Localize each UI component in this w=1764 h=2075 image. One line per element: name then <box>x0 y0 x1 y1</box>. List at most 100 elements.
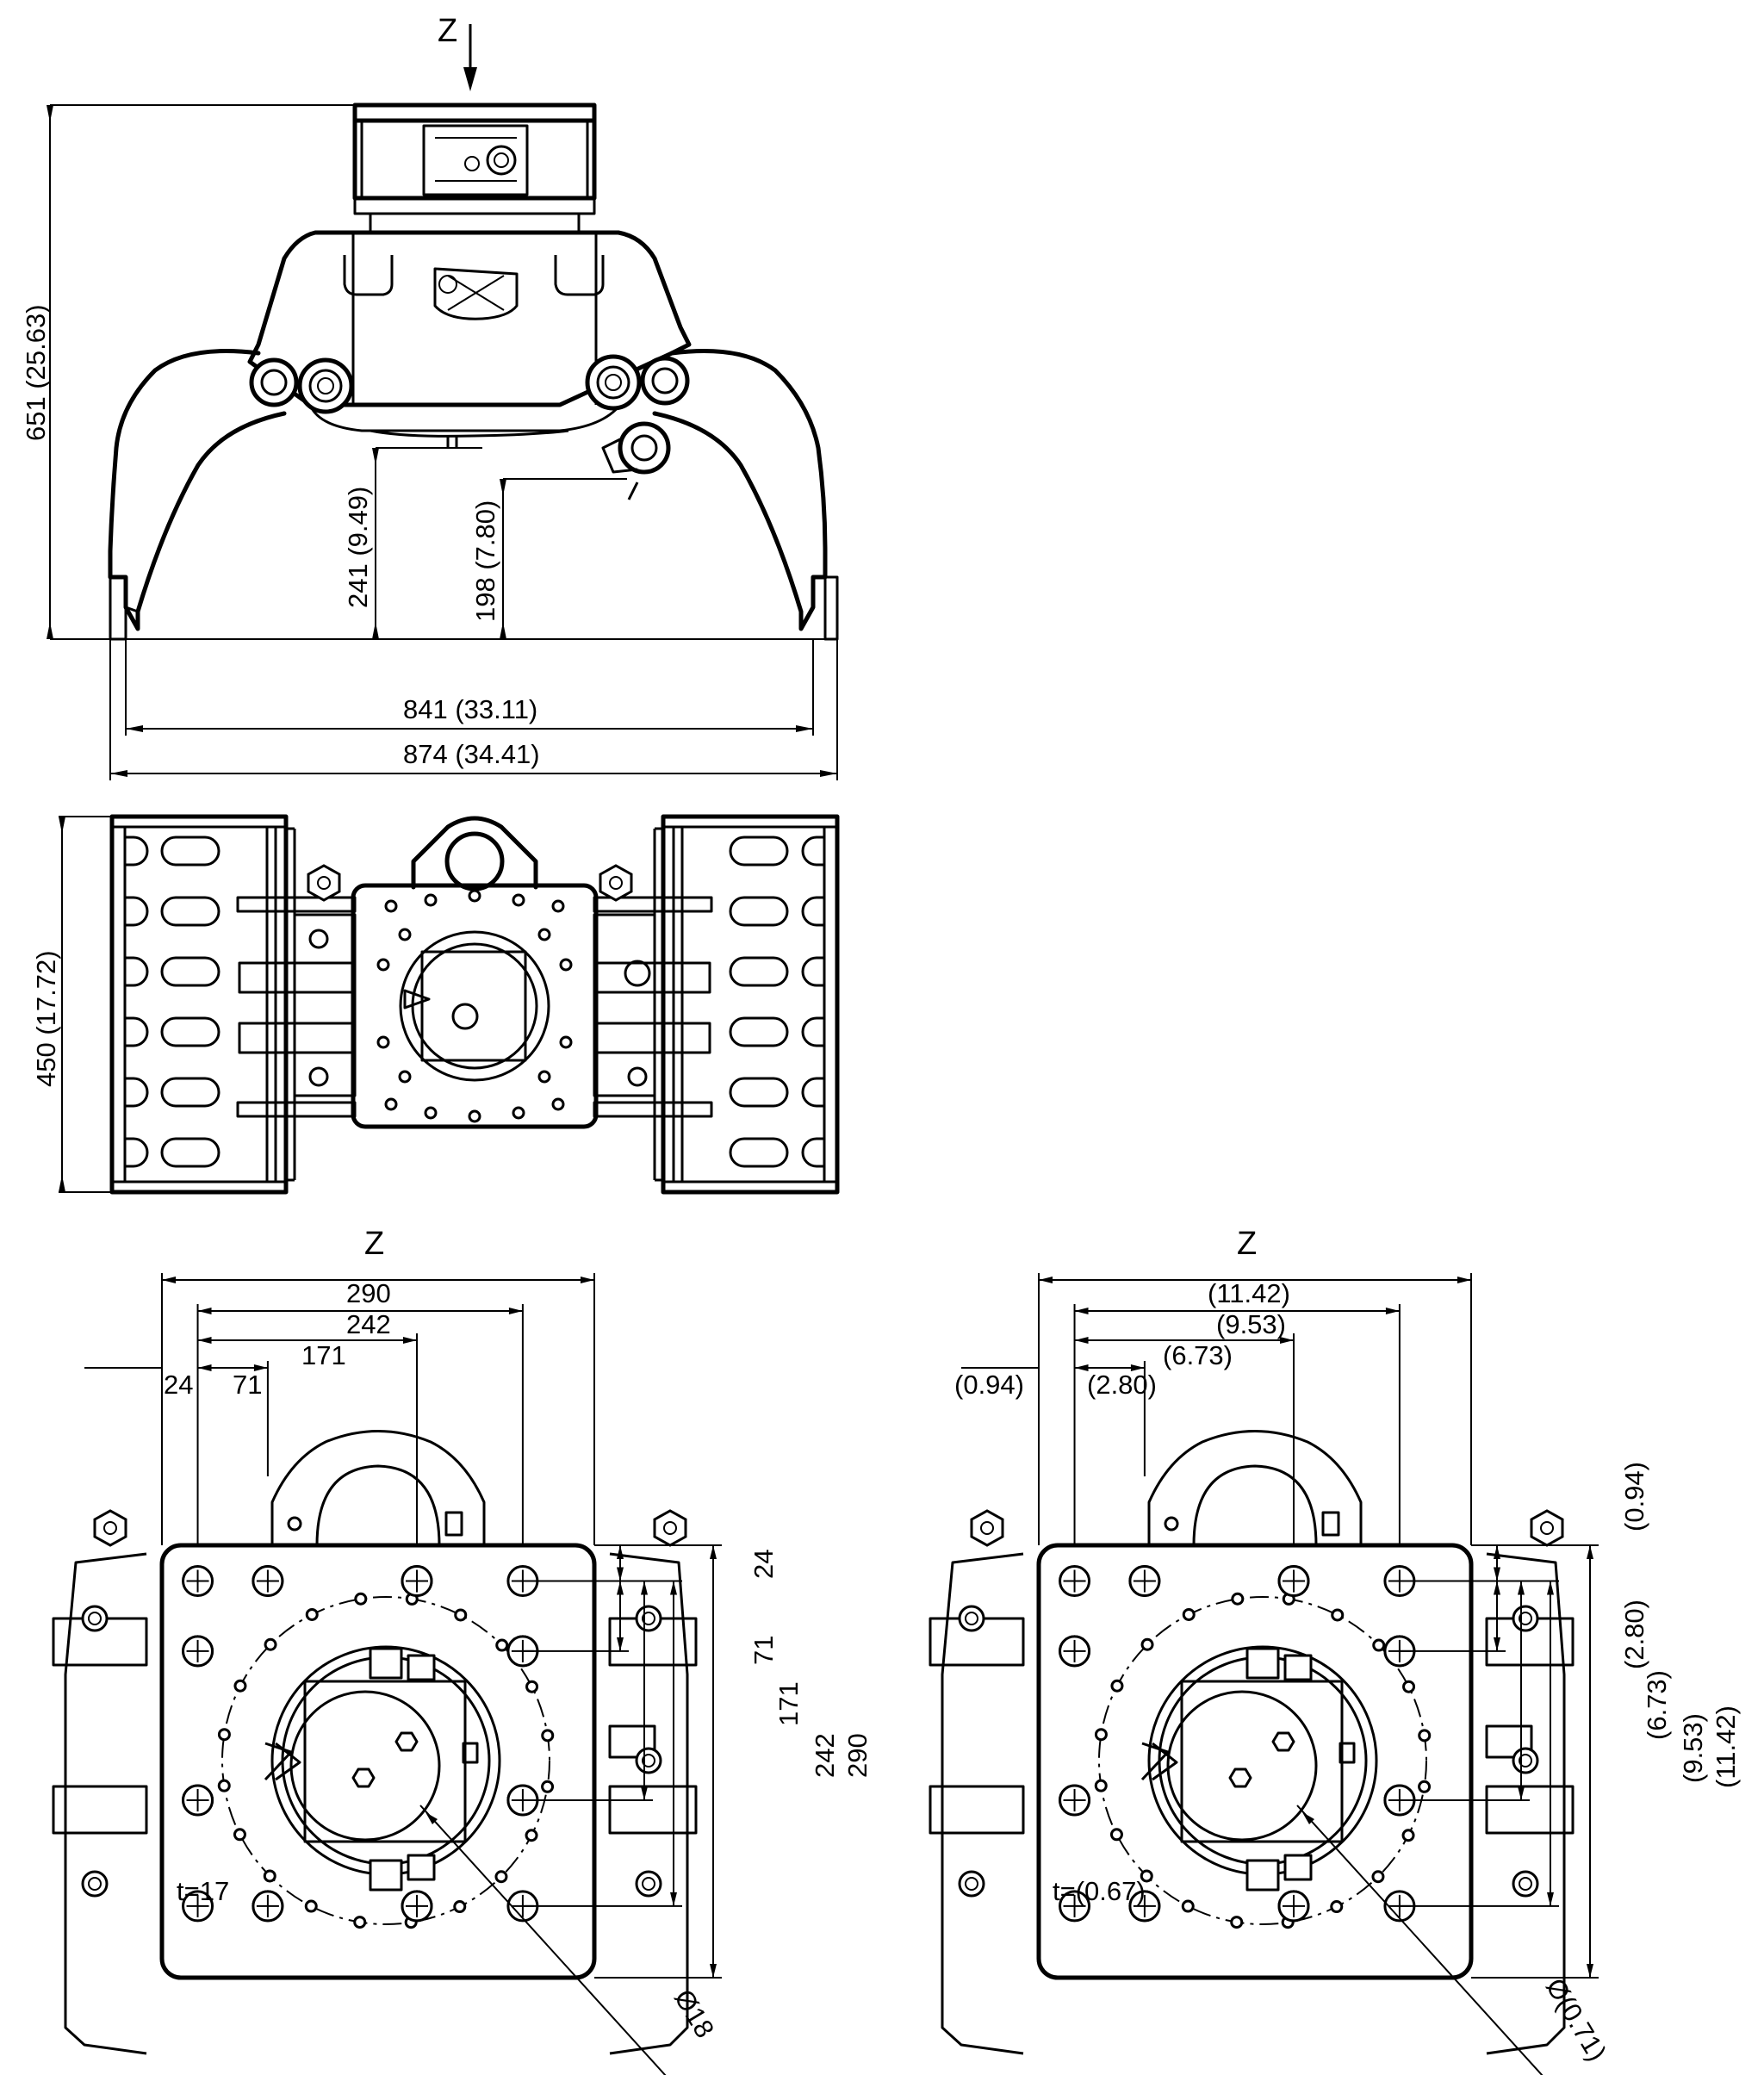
dim-198: 198 (7.80) <box>470 478 627 639</box>
dim-v171-in-label: (6.73) <box>1642 1670 1672 1740</box>
bolt-circle-hole <box>217 1728 231 1742</box>
bolt-circle-hole <box>264 1637 277 1651</box>
bolt-circle-hole <box>1330 1900 1344 1914</box>
dim-v242-label: 242 <box>810 1733 840 1778</box>
plate-hole <box>424 1106 438 1120</box>
bolt-circle-hole <box>494 1870 508 1884</box>
mount-hole <box>182 1784 214 1817</box>
mount-hole <box>1277 1890 1310 1923</box>
bolt-circle-hole <box>525 1680 539 1693</box>
lifting-eye <box>1147 1430 1363 1546</box>
plate-view-imperial: Z (11.42) (9.53) (6.73) (0.94) (2.80) (0… <box>929 1226 1741 2075</box>
bolt-circle-hole <box>541 1780 555 1793</box>
plate-metric-vdims: 24 71 171 242 290 <box>748 1550 873 1778</box>
plate-hole <box>468 889 481 903</box>
plate-dimension-lines <box>961 1273 1599 2075</box>
left-tine-slots <box>123 836 220 1168</box>
bolt-circle-hole <box>454 1608 468 1622</box>
plate-imperial-vdims: (0.94) (2.80) (6.73) (9.53) (11.42) <box>1619 1462 1741 1788</box>
hole-diameter-in-label: Ø(0.71) <box>1540 1973 1612 2066</box>
mount-hole <box>252 1890 284 1923</box>
dim-841: 841 (33.11) <box>125 639 814 736</box>
bolt-circle-hole <box>1094 1779 1108 1792</box>
z-arrow-icon <box>463 24 477 91</box>
dim-24-label: 24 <box>164 1370 193 1400</box>
hex-nut-icon <box>653 1509 687 1547</box>
bolt-circle-hole <box>354 1592 368 1606</box>
dim-v290-label: 290 <box>842 1733 873 1778</box>
bolt-circle-hole <box>1418 1780 1432 1793</box>
dim-24-in-label: (0.94) <box>954 1370 1024 1400</box>
dim-v171-label: 171 <box>773 1681 804 1726</box>
mount-hole <box>1277 1565 1310 1598</box>
left-pivot-pins <box>249 357 354 414</box>
hex-nut-icon <box>1530 1509 1564 1547</box>
bolt-circle-hole <box>453 1900 467 1914</box>
left-tine-plan <box>109 814 296 1195</box>
plate-hole <box>537 928 551 941</box>
rotator-head <box>352 103 597 231</box>
bolt-circle-hole <box>1371 1870 1385 1884</box>
bolt-circle-hole <box>1372 1638 1386 1652</box>
dim-651-label: 651 (25.63) <box>21 304 51 441</box>
mount-hole <box>401 1890 433 1923</box>
side-view: Z <box>21 13 839 780</box>
plate-hole <box>551 899 565 913</box>
dim-v24-label: 24 <box>748 1550 779 1579</box>
plate-hole <box>424 893 438 907</box>
dim-874: 874 (34.41) <box>109 639 838 780</box>
plate-hole <box>376 958 390 972</box>
dim-290-in-label: (11.42) <box>1208 1278 1290 1308</box>
right-pivot-pins <box>585 354 690 500</box>
bolt-circle-hole <box>1331 1608 1345 1622</box>
dim-242-in-label: (9.53) <box>1216 1309 1286 1339</box>
right-tine-slots <box>729 836 827 1168</box>
plate-hole <box>384 899 398 913</box>
plate-hole <box>398 1070 412 1084</box>
bolt-circle-hole <box>1418 1729 1432 1743</box>
plate-thickness-in-label: t=(0.67) <box>1053 1876 1146 1906</box>
bolt-circle-hole <box>305 1607 319 1621</box>
plate-dimension-lines <box>84 1273 722 2075</box>
right-tine-plan <box>653 814 840 1195</box>
dim-290-label: 290 <box>346 1278 391 1308</box>
bolt-circle-hole <box>1094 1728 1108 1742</box>
bolt-circle-hole <box>1402 1680 1416 1693</box>
plate-hole <box>537 1070 551 1084</box>
top-view-linkage <box>236 864 713 1118</box>
dim-v71-in-label: (2.80) <box>1619 1600 1649 1669</box>
mount-hole <box>1059 1784 1091 1817</box>
dim-241-label: 241 (9.49) <box>343 487 373 608</box>
dim-v24-in-label: (0.94) <box>1619 1462 1649 1531</box>
plate-hole <box>559 958 573 972</box>
dim-171-in-label: (6.73) <box>1163 1340 1233 1370</box>
dim-241: 241 (9.49) <box>343 447 482 639</box>
plate-thickness-label: t=17 <box>177 1876 229 1906</box>
plate-hole <box>551 1097 565 1111</box>
plate-imperial-title: Z <box>1237 1226 1257 1262</box>
plate-view-metric: Z 290 242 171 24 71 24 71 171 242 290 t=… <box>52 1226 873 2075</box>
hex-nut-icon <box>93 1509 127 1547</box>
bolt-circle-hole <box>1182 1607 1196 1621</box>
bolt-circle-hole <box>233 1679 247 1693</box>
bolt-circle-hole <box>1109 1828 1123 1842</box>
grapple-body <box>247 230 692 448</box>
dim-71-in-label: (2.80) <box>1087 1370 1157 1400</box>
bolt-circle-hole <box>1401 1829 1415 1842</box>
hole-diameter-label: Ø18 <box>668 1985 720 2043</box>
plate-hole <box>398 928 412 941</box>
bolt-circle-hole <box>1110 1679 1124 1693</box>
dim-v242-in-label: (9.53) <box>1678 1713 1708 1783</box>
plate-hole <box>559 1035 573 1049</box>
bolt-circle-hole <box>233 1828 246 1842</box>
mount-hole <box>1059 1565 1091 1598</box>
bolt-circle-hole <box>217 1779 231 1792</box>
bolt-circle-hole <box>525 1829 538 1842</box>
bolt-circle-hole <box>353 1916 367 1929</box>
plate-hole <box>376 1035 390 1049</box>
plate-hole <box>468 1109 481 1123</box>
bolt-circle-hole <box>495 1638 509 1652</box>
rotator-mechanism <box>52 1509 698 2055</box>
dim-841-label: 841 (33.11) <box>403 694 537 724</box>
hex-nut-icon <box>970 1509 1004 1547</box>
